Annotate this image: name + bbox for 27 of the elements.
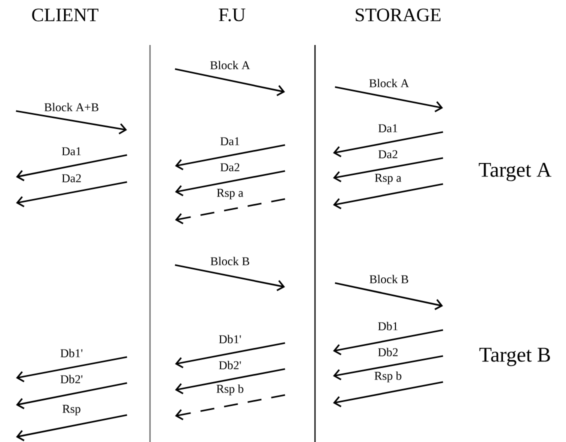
arrow-label: Da2 (220, 162, 240, 172)
arrow-label: Db1' (218, 334, 242, 344)
arrow-label: Rsp (62, 404, 82, 416)
target-label: Target B (479, 348, 550, 366)
arrow-label: Rsp b (216, 384, 244, 396)
arrow-label: Db2' (218, 360, 242, 370)
arrow-label: Db1 (377, 321, 399, 331)
arrow-label: Db2' (60, 374, 84, 384)
arrow-label: Da2 (378, 150, 398, 159)
column-heading: F.U (218, 8, 246, 22)
arrow-label: Block A (368, 78, 410, 88)
arrow-label: Rsp a (374, 173, 402, 185)
arrow-label: Rsp b (374, 370, 402, 383)
arrow-label: Block B (368, 274, 410, 284)
arrow-label: Da1 (378, 124, 398, 133)
arrow-label: Da1 (220, 136, 240, 146)
arrow-label: Db2 (377, 347, 399, 357)
column-heading: CLIENT (32, 8, 98, 22)
arrow-label: Block A (209, 60, 251, 70)
target-label: Target A (478, 162, 552, 182)
arrow-label: Db1' (60, 348, 84, 358)
arrow-label: Block B (210, 256, 250, 266)
arrow-label: Da1 (61, 146, 82, 156)
arrow-label: Rsp a (216, 188, 244, 200)
arrow-label: Da2 (61, 174, 82, 183)
arrow-label: Block A+B (44, 102, 100, 112)
column-heading: STORAGE (356, 8, 441, 22)
